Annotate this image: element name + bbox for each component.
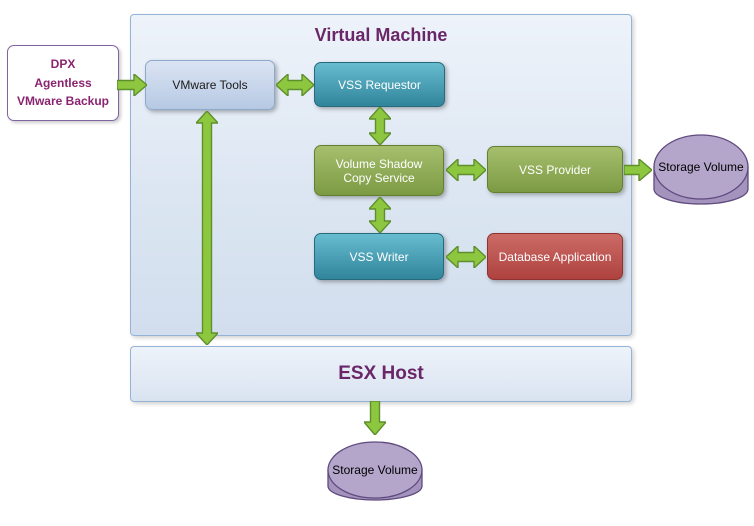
esx-host-title: ESX Host	[338, 363, 424, 384]
node-vss-provider: VSS Provider	[487, 146, 623, 193]
dpx-agentless-backup-box: DPX Agentless VMware Backup	[7, 45, 119, 121]
arrow-vmware-tools-vss-requestor	[276, 74, 314, 96]
cylinder-icon	[327, 441, 423, 501]
storage-volume-right: Storage Volume	[650, 127, 752, 215]
arrow-dpx-to-vmware-tools	[117, 74, 147, 96]
arrow-vss-writer-database	[446, 246, 486, 268]
storage-volume-right-label: Storage Volume	[658, 160, 744, 174]
esx-host-container: ESX Host	[130, 346, 632, 402]
arrow-vss-requestor-vscs	[369, 107, 391, 145]
dpx-label-line3: VMware Backup	[16, 94, 110, 109]
dpx-label-line1: DPX	[50, 57, 76, 72]
node-database-application: Database Application	[487, 233, 623, 280]
arrow-vscs-vss-writer	[369, 197, 391, 233]
node-vmware-tools: VMware Tools	[145, 60, 275, 110]
arrow-vmware-tools-esx-host	[196, 111, 218, 345]
virtual-machine-title: Virtual Machine	[314, 25, 448, 45]
node-vss-writer: VSS Writer	[314, 233, 444, 280]
dpx-label-line2: Agentless	[34, 75, 92, 90]
cylinder-icon	[653, 134, 749, 205]
arrow-esx-host-storage	[364, 401, 386, 435]
node-vss-requestor: VSS Requestor	[314, 62, 445, 107]
node-volume-shadow-copy-service: Volume Shadow Copy Service	[314, 145, 444, 196]
arrow-vscs-vss-provider	[446, 159, 486, 181]
storage-volume-bottom: Storage Volume	[325, 436, 425, 508]
storage-volume-bottom-label: Storage Volume	[332, 463, 418, 477]
arrow-vss-provider-storage	[624, 159, 652, 181]
